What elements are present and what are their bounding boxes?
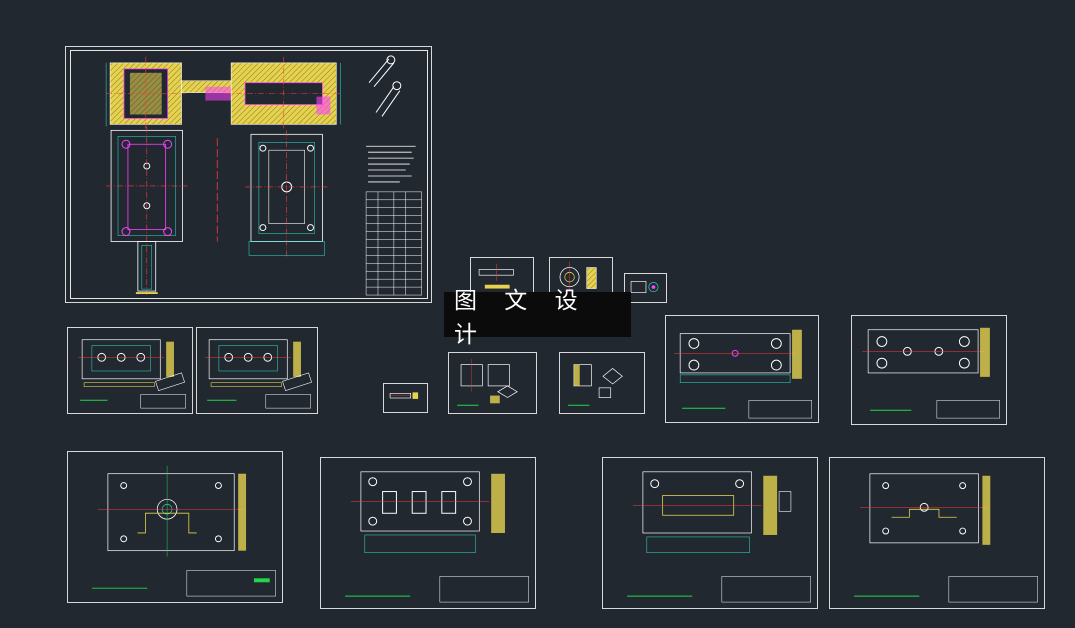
bill-of-materials-table [365, 191, 422, 296]
fixed-half-plan-view [245, 130, 329, 258]
product-part-sketch [368, 55, 402, 117]
core-plate-sheet[interactable] [320, 457, 536, 609]
technical-notes-block [366, 145, 416, 183]
mold-plate-drawing-2 [205, 339, 312, 409]
ejector-plate-sheet[interactable] [829, 457, 1045, 609]
fixed-plate-drawing [674, 329, 812, 419]
cavity-plate-sheet[interactable] [67, 451, 283, 603]
detail-drawing-b [559, 261, 597, 293]
sheet-border [70, 50, 428, 299]
moving-half-plan-view [106, 126, 188, 296]
moving-plate-sheet[interactable] [851, 315, 1007, 425]
detail-drawing-c [630, 281, 659, 293]
assembly-drawing [105, 55, 422, 296]
ejector-plate-drawing [854, 473, 1038, 603]
assembly-drawing-sheet[interactable] [65, 46, 432, 303]
mold-plate-drawing-1 [78, 339, 186, 409]
slider-detail-sheet-2[interactable] [559, 352, 645, 414]
front-section-view [105, 56, 234, 131]
slider-detail-drawing-2 [568, 364, 623, 406]
moving-plate-drawing [862, 327, 1000, 419]
watermark-banner: 图 文 设 计 [444, 288, 631, 348]
pin-detail-sheet[interactable] [383, 383, 428, 413]
support-plate-drawing [627, 471, 811, 603]
cavity-plate-drawing [92, 465, 276, 597]
support-plate-sheet[interactable] [602, 457, 818, 609]
pin-detail-drawing [388, 392, 419, 399]
slider-detail-drawing-1 [457, 358, 518, 406]
fixed-plate-sheet[interactable] [665, 315, 819, 423]
mold-plate-sheet-1[interactable] [67, 327, 193, 414]
watermark-text: 图 文 设 计 [454, 287, 588, 348]
mold-plate-sheet-2[interactable] [196, 327, 318, 414]
side-section-view [225, 56, 343, 131]
core-plate-drawing [345, 471, 529, 603]
detail-sheet-c[interactable] [624, 273, 667, 303]
slider-detail-sheet-1[interactable] [448, 352, 537, 414]
